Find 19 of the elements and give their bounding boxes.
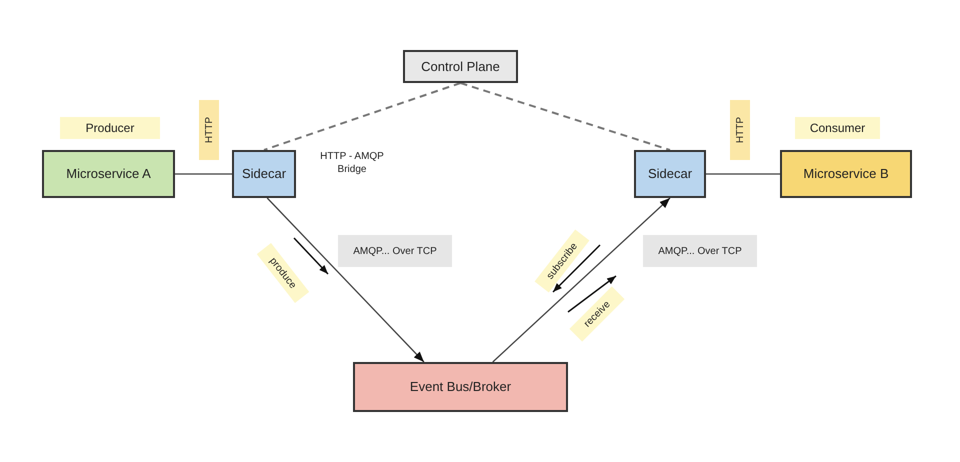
process-box: Event Bus/Broker xyxy=(353,362,568,412)
connector-line xyxy=(175,173,232,175)
dashed-connector xyxy=(460,82,670,151)
arrow xyxy=(266,198,424,362)
protocol-label: HTTP xyxy=(730,100,750,160)
protocol-note: AMQP... Over TCP xyxy=(338,235,452,267)
arrow xyxy=(492,198,670,362)
process-box: Control Plane xyxy=(403,50,518,83)
protocol-note: AMQP... Over TCP xyxy=(643,235,757,267)
dashed-connector xyxy=(264,82,461,151)
process-box: Sidecar xyxy=(634,150,706,198)
process-box: Sidecar xyxy=(232,150,296,198)
role-label: Consumer xyxy=(795,117,880,139)
process-box: Microservice B xyxy=(780,150,912,198)
process-box: Microservice A xyxy=(42,150,175,198)
protocol-label: HTTP xyxy=(199,100,219,160)
connector-line xyxy=(706,173,780,175)
bridge-note: HTTP - AMQP Bridge xyxy=(319,150,385,176)
role-label: Producer xyxy=(60,117,160,139)
